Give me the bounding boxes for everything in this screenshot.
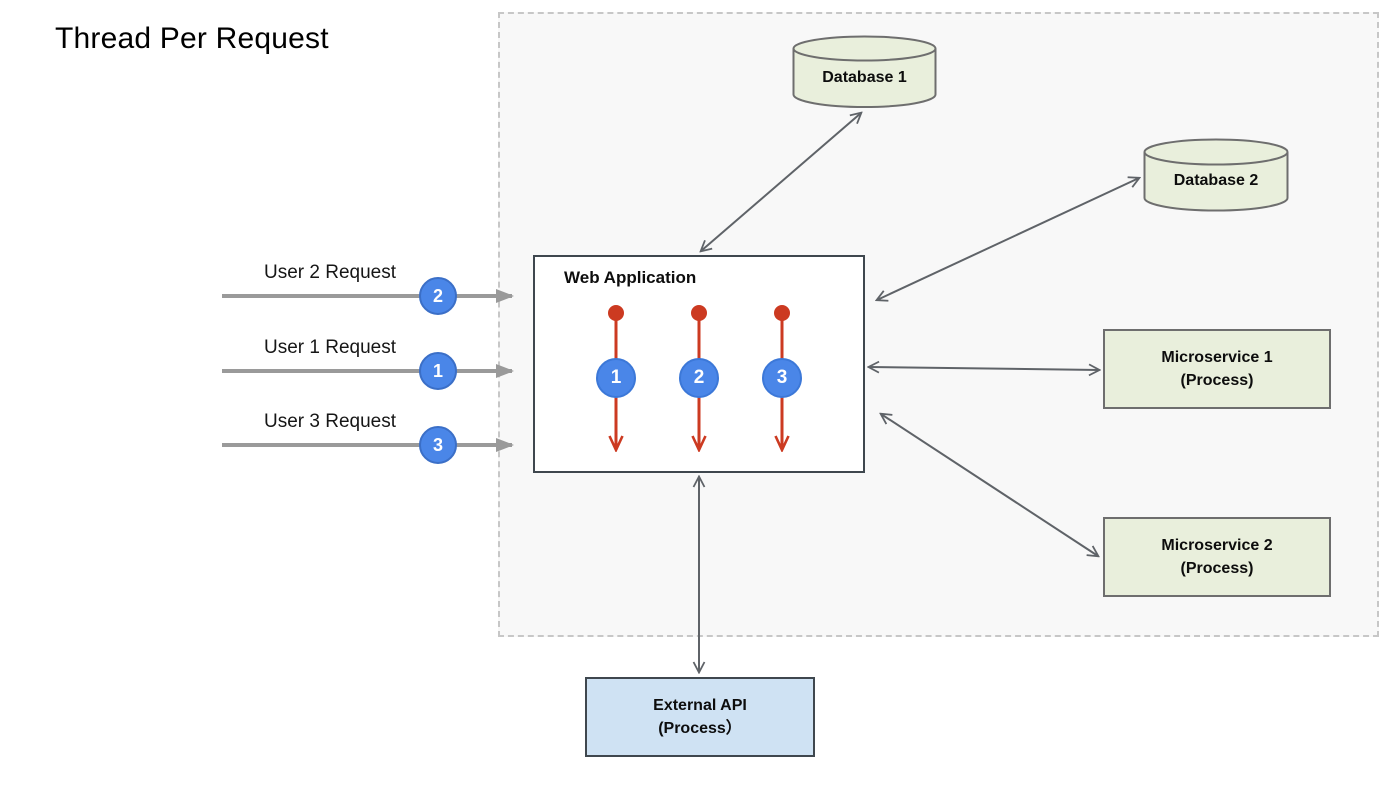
microservice2-sublabel: (Process) (1180, 560, 1254, 577)
web-application-node: Web Application (533, 255, 865, 473)
microservice1-node: Microservice 1 (Process) (1103, 329, 1331, 409)
external-api-label: External API (653, 697, 747, 714)
request-label-user3: User 3 Request (263, 411, 396, 432)
request-label-user2: User 2 Request (263, 262, 396, 283)
external-api-node: External API (Process） (585, 677, 815, 757)
microservice1-sublabel: (Process) (1180, 372, 1254, 389)
database1-label: Database 1 (822, 69, 907, 86)
database-cylinder-icon (792, 35, 937, 108)
diagram-title: Thread Per Request (55, 22, 329, 55)
web-application-label: Web Application (564, 268, 697, 287)
database-cylinder-icon (1143, 138, 1289, 212)
database2-label: Database 2 (1173, 172, 1259, 189)
external-api-sublabel: (Process） (658, 720, 742, 737)
microservice2-node: Microservice 2 (Process) (1103, 517, 1331, 597)
microservice1-label: Microservice 1 (1161, 349, 1273, 366)
request-label-user1: User 1 Request (263, 337, 396, 358)
database1-node: Database 1 (792, 35, 937, 109)
database2-node: Database 2 (1143, 138, 1289, 213)
microservice2-label: Microservice 2 (1161, 537, 1273, 554)
